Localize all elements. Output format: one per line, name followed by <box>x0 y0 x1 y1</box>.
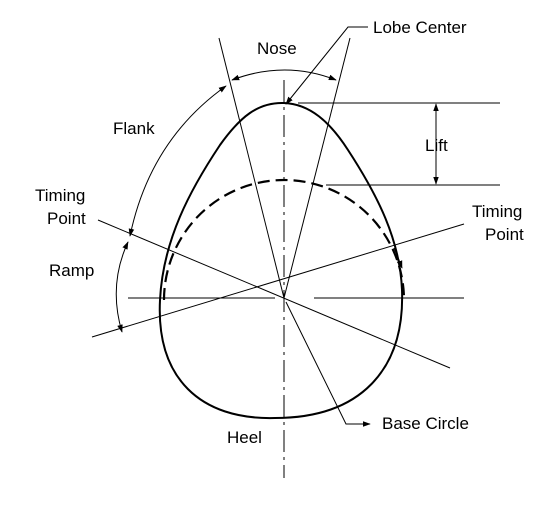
label-lift: Lift <box>425 136 448 155</box>
label-heel: Heel <box>227 428 262 447</box>
label-nose: Nose <box>257 39 297 58</box>
label-lobe-center: Lobe Center <box>373 18 467 37</box>
cam-lobe-outline <box>158 101 404 420</box>
nose-line-right <box>283 37 351 299</box>
nose-arc <box>231 69 337 81</box>
label-ramp: Ramp <box>49 261 94 280</box>
lobe-center-leader <box>285 26 368 105</box>
label-timing-point-left-2: Point <box>47 209 86 228</box>
right-timing-arrow <box>393 247 403 269</box>
label-base-circle: Base Circle <box>382 414 469 433</box>
flank-arc <box>128 85 227 237</box>
nose-line-left <box>218 37 285 299</box>
ramp-arc <box>115 241 129 333</box>
timing-line-right <box>91 223 465 338</box>
label-timing-point-right-1: Timing <box>472 202 522 221</box>
label-timing-point-left-1: Timing <box>35 186 85 205</box>
base-circle-leader <box>285 301 371 427</box>
timing-line-left <box>97 219 451 369</box>
label-timing-point-right-2: Point <box>485 225 524 244</box>
label-flank: Flank <box>113 119 155 138</box>
